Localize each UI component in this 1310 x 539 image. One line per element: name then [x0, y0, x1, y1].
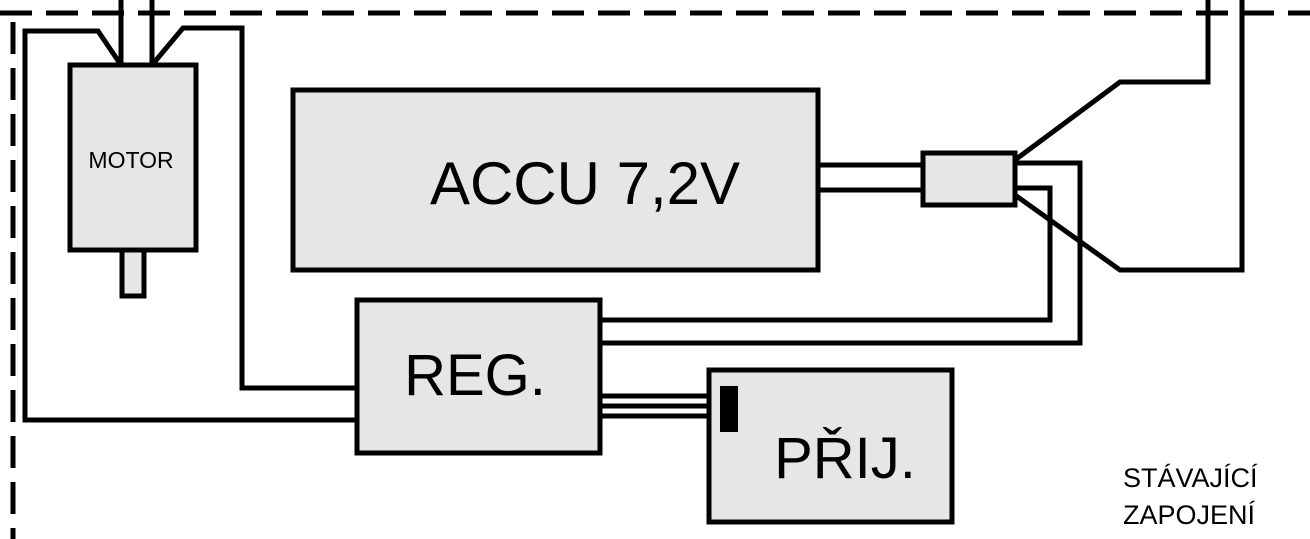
wire-connector-up-a — [1013, 0, 1211, 163]
note-line-2: ZAPOJENÍ — [1123, 500, 1256, 530]
regulator-label: REG. — [404, 343, 546, 408]
battery-label: ACCU 7,2V — [430, 150, 740, 217]
receiver-label: PŘIJ. — [774, 426, 916, 491]
diagram-note: STÁVAJÍCÍ ZAPOJENÍ — [1123, 463, 1258, 530]
receiver-body — [706, 367, 955, 525]
wire-motor-reg-outer — [22, 28, 357, 423]
battery-connector — [920, 150, 1018, 208]
motor-label: MOTOR — [88, 147, 173, 173]
motor-shaft — [119, 247, 147, 299]
receiver-block: PŘIJ. — [706, 367, 955, 525]
note-line-1: STÁVAJÍCÍ — [1123, 463, 1258, 493]
regulator-block: REG. — [354, 297, 603, 456]
wire-connector-reg-upper — [600, 185, 1053, 323]
wires — [22, 0, 1245, 423]
wire-connector-reg-lower — [600, 160, 1083, 346]
battery-body — [290, 87, 821, 273]
motor-block: MOTOR — [67, 62, 199, 299]
wire-connector-up-b — [1013, 0, 1245, 273]
battery-block: ACCU 7,2V — [290, 87, 821, 273]
regulator-body — [354, 297, 603, 456]
receiver-plug — [720, 386, 738, 432]
wire-motor-reg-inner — [150, 25, 357, 391]
